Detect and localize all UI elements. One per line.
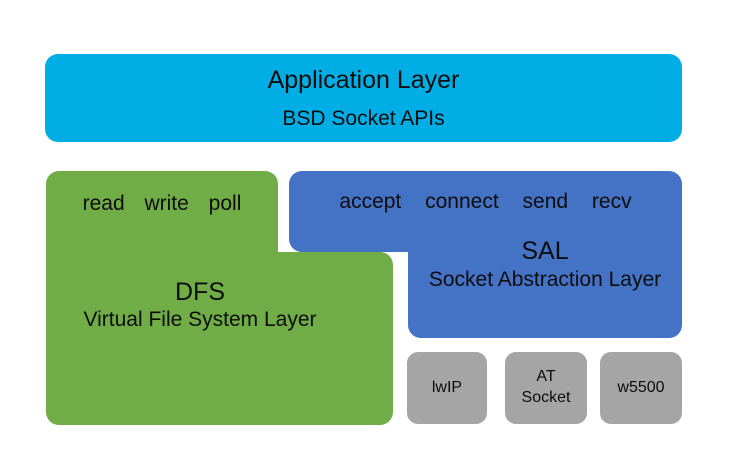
sal-api-list: accept connect send recv: [289, 190, 682, 215]
dfs-layer-subtitle: Virtual File System Layer: [83, 308, 317, 331]
dfs-api-list: read write poll: [46, 192, 278, 217]
application-layer-title: Application Layer: [267, 66, 460, 94]
sal-api-send: send: [522, 190, 569, 213]
sal-api-connect: connect: [425, 190, 499, 213]
sal-layer-subtitle: Socket Abstraction Layer: [428, 268, 662, 291]
driver-label-socket: Socket: [521, 389, 571, 406]
application-layer-subtitle: BSD Socket APIs: [282, 107, 445, 130]
driver-label-lwip: lwIP: [431, 378, 463, 396]
driver-label-w5500: w5500: [617, 378, 665, 396]
driver-box-at-socket[interactable]: AT Socket: [505, 352, 587, 424]
driver-box-lwip[interactable]: lwIP: [407, 352, 487, 424]
dfs-api-read: read: [82, 192, 125, 215]
dfs-api-poll: poll: [208, 192, 242, 215]
sal-api-accept: accept: [339, 190, 402, 213]
dfs-layer-title: DFS: [175, 278, 225, 306]
sal-api-recv: recv: [591, 190, 632, 213]
driver-box-w5500[interactable]: w5500: [600, 352, 682, 424]
driver-label-at: AT: [536, 368, 556, 386]
sal-layer-title: SAL: [521, 237, 569, 265]
dfs-api-write: write: [144, 192, 189, 215]
